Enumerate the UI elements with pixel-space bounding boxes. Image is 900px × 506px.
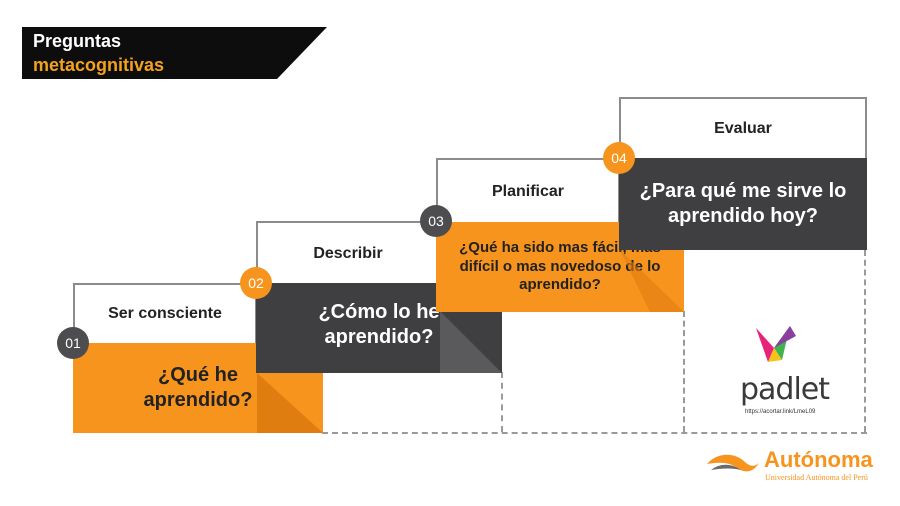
divider-3: [683, 311, 685, 432]
bottom-dashed-line: [322, 432, 867, 434]
step-2-shadow: [440, 283, 502, 373]
step-1-number-badge: 01: [57, 327, 89, 359]
padlet-logo-icon: [752, 322, 796, 371]
step-2-header: Describir: [256, 221, 440, 284]
step-3-question: ¿Qué ha sido mas fácil, mas difícil o ma…: [459, 238, 661, 294]
step-1-shadow: [257, 343, 323, 433]
step-4-header-label: Evaluar: [714, 120, 772, 137]
step-1-header-label: Ser consciente: [108, 305, 222, 322]
step-4-header: Evaluar: [619, 97, 867, 159]
step-2-header-label: Describir: [313, 244, 383, 262]
step-3-number-badge: 03: [420, 205, 452, 237]
title-banner: [22, 27, 327, 79]
autonoma-logo-icon: [705, 450, 759, 481]
step-1-header: Ser consciente: [73, 283, 257, 343]
step-3-shadow: [620, 222, 684, 312]
step-4-number-badge: 04: [603, 142, 635, 174]
step-4-question-block: ¿Para qué me sirve lo aprendido hoy?: [619, 158, 867, 250]
step-2-question: ¿Cómo lo he aprendido?: [318, 301, 440, 348]
step-3-header-label: Planificar: [491, 182, 565, 200]
divider-4: [864, 250, 866, 432]
brand-subtitle: Universidad Autónoma del Perú: [765, 473, 868, 482]
divider-2: [501, 372, 503, 432]
step-3-header: Planificar: [436, 158, 620, 223]
title-line-2: metacognitivas: [33, 55, 165, 75]
step-2-number-badge: 02: [240, 267, 272, 299]
step-4-question: ¿Para qué me sirve lo aprendido hoy?: [639, 180, 847, 227]
step-1-question: ¿Qué he aprendido?: [143, 364, 253, 411]
step-3-question-block: ¿Qué ha sido mas fácil, mas difícil o ma…: [436, 222, 684, 312]
brand-name: Autónoma: [764, 447, 873, 472]
padlet-logo-text: padlet: [740, 372, 830, 407]
title-line-1: Preguntas: [33, 31, 122, 51]
padlet-link[interactable]: https://acortar.link/LmeL09: [745, 409, 816, 415]
